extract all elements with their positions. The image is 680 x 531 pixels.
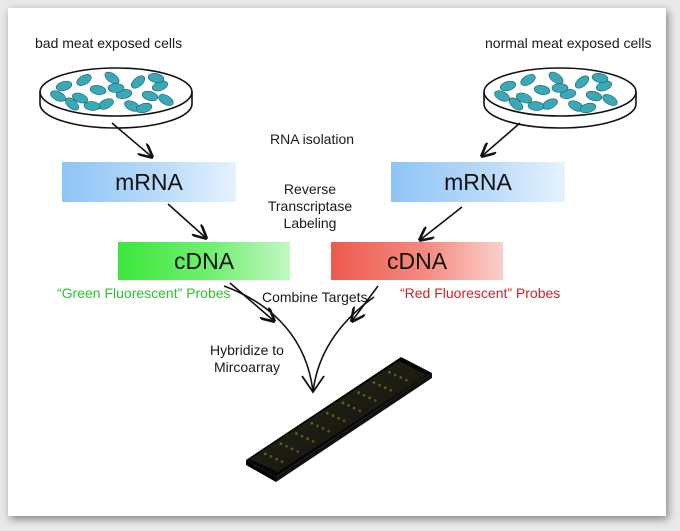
cell-shape xyxy=(141,90,159,102)
array-spot xyxy=(269,455,273,458)
cell-shape xyxy=(494,90,510,102)
array-spot xyxy=(327,429,331,433)
array-spot xyxy=(296,450,300,453)
array-spot xyxy=(263,452,267,456)
array-spot xyxy=(388,370,391,374)
cell-shape xyxy=(533,85,551,95)
mrna-right-label: mRNA xyxy=(444,168,512,195)
arrow-icon xyxy=(420,206,463,240)
left-petri-dish-icon xyxy=(39,67,193,129)
mrna-right-box: mRNA xyxy=(391,162,565,202)
cdna-left-label: cDNA xyxy=(173,247,235,274)
mrna-left-box: mRNA xyxy=(62,162,236,202)
array-spot xyxy=(295,432,298,435)
array-spot xyxy=(331,414,335,418)
cell-shape xyxy=(158,94,174,106)
cell-shape xyxy=(104,71,120,85)
array-spot xyxy=(310,421,314,425)
cdna-green-box: cDNA xyxy=(118,242,290,280)
array-spot xyxy=(285,444,288,448)
converge-curve-right xyxy=(312,296,375,393)
cell-shape xyxy=(602,94,618,106)
converge-curve-left xyxy=(223,285,314,393)
array-spot xyxy=(280,460,284,464)
array-spot xyxy=(362,393,366,397)
cell-shape xyxy=(76,74,92,86)
array-spot xyxy=(373,399,377,402)
array-spot xyxy=(275,457,278,461)
cell-shape xyxy=(147,73,165,83)
right-sample-label: normal meat exposed cells xyxy=(485,35,652,51)
cell-shape xyxy=(64,97,80,111)
cdna-right-label: cDNA xyxy=(386,247,448,274)
right-petri-dish-icon xyxy=(483,67,637,129)
cell-shape xyxy=(107,83,125,93)
rt-line-3: Labeling xyxy=(283,214,337,231)
cell-shape xyxy=(520,74,536,86)
array-spot xyxy=(368,396,372,400)
hybridize-text: Hybridize to Mircoarray xyxy=(202,342,292,376)
cell-shape xyxy=(499,80,517,92)
cell-shape xyxy=(50,90,66,102)
combine-targets-label: Combine Targets xyxy=(262,289,368,305)
array-spot xyxy=(300,434,304,438)
array-spot xyxy=(358,409,362,413)
arrow-icon xyxy=(111,122,152,157)
cell-shape xyxy=(574,75,590,89)
array-spot xyxy=(341,401,345,405)
array-spot xyxy=(321,427,325,430)
cell-shape xyxy=(135,102,153,114)
cell-shape xyxy=(579,102,597,114)
array-spot xyxy=(393,373,397,377)
cell-shape xyxy=(527,101,545,111)
array-spot xyxy=(311,439,315,443)
array-spot xyxy=(279,442,283,446)
left-sample-label: bad meat exposed cells xyxy=(35,35,183,51)
cdna-red-box: cDNA xyxy=(331,242,503,280)
cell-shape xyxy=(55,80,73,92)
array-spot xyxy=(347,404,350,407)
arrow-icon xyxy=(301,375,325,394)
array-spot xyxy=(399,376,403,379)
green-probes-label: “Green Fluorescent” Probes xyxy=(57,285,231,301)
rna-isolation-label: RNA isolation xyxy=(270,131,355,147)
cell-shape xyxy=(72,92,88,104)
cell-shape xyxy=(585,90,603,102)
hybridize-line-1: Hybridize to xyxy=(210,342,284,358)
cell-shape xyxy=(508,97,524,111)
array-spot xyxy=(357,391,360,395)
cell-shape xyxy=(516,92,532,104)
cell-shape xyxy=(83,101,101,111)
array-spot xyxy=(352,406,356,410)
mrna-left-label: mRNA xyxy=(115,168,183,195)
arrow-icon xyxy=(229,282,274,321)
array-spot xyxy=(404,378,408,382)
rt-labeling-text: Reverse Transcriptase Labeling xyxy=(240,181,380,231)
cell-shape xyxy=(89,85,107,95)
hybridize-line-2: Mircoarray xyxy=(213,358,281,375)
cell-shape xyxy=(591,73,609,83)
rt-line-2: Transcriptase xyxy=(267,197,353,214)
red-probes-label: “Red Fluorescent” Probes xyxy=(400,285,561,301)
arrow-icon xyxy=(167,203,206,238)
array-spot xyxy=(337,416,340,420)
array-spot xyxy=(389,388,393,392)
array-spot xyxy=(290,447,294,451)
cell-shape xyxy=(130,75,146,89)
rt-line-1: Reverse xyxy=(283,181,337,197)
array-spot xyxy=(383,386,387,390)
array-spot xyxy=(342,419,346,423)
arrow-icon xyxy=(482,122,521,156)
array-spot xyxy=(378,383,381,387)
array-spot xyxy=(326,411,329,415)
cell-shape xyxy=(548,71,564,85)
array-spot xyxy=(316,424,319,428)
array-spot xyxy=(306,437,309,441)
microarray-slide-icon xyxy=(246,357,432,482)
cell-shape xyxy=(551,83,569,93)
array-spot xyxy=(372,381,376,384)
